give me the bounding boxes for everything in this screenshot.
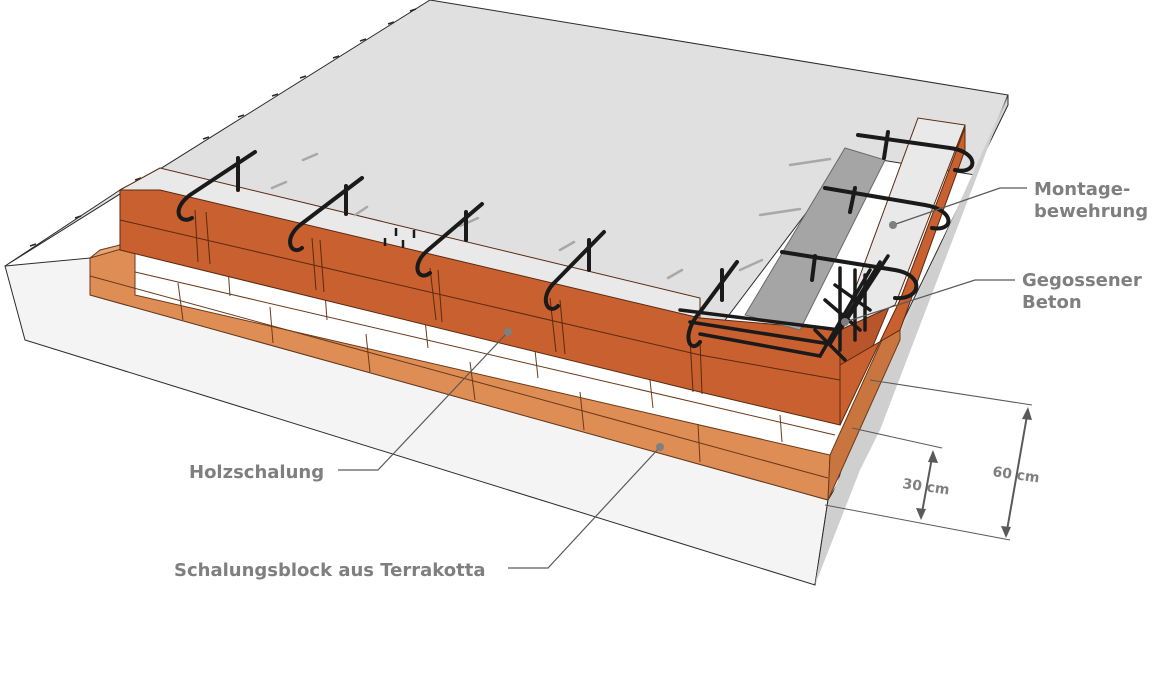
dim-arrow-60 — [1005, 409, 1029, 537]
terracotta-joints — [89, 267, 836, 479]
leader-schalungsblock — [508, 446, 661, 569]
leader-dot-montage — [889, 221, 897, 229]
rebar-hook-right-1 — [856, 133, 975, 173]
label-montage-line2: bewehrung — [1034, 201, 1148, 222]
dim-ext-top-60 — [869, 379, 1033, 406]
dim-60-arrowhead-bottom — [1001, 526, 1011, 538]
rebar-hook-right-2 — [823, 186, 951, 231]
dim-label-60: 60 cm — [991, 464, 1040, 486]
label-holzschalung: Holzschalung — [189, 462, 324, 483]
dim-60-arrowhead-top — [1022, 407, 1032, 420]
background-rebars — [270, 152, 832, 280]
rebar-hook-3 — [415, 202, 484, 278]
dim-arrow-30 — [920, 451, 934, 519]
label-beton-line2: Beton — [1022, 292, 1082, 313]
wood-right-outer — [839, 127, 966, 426]
dimension-lines — [824, 379, 1033, 541]
terracotta-block-course — [89, 237, 901, 501]
rebar-hook-2 — [288, 176, 364, 252]
leader-beton — [844, 279, 1015, 323]
leader-holzschalung — [338, 331, 509, 471]
leader-dot-schalungsblock — [656, 443, 664, 451]
label-beton-line1: Gegossener — [1022, 270, 1142, 291]
dim-30-arrowhead-top — [928, 450, 938, 463]
slab-edge-ticks — [29, 8, 417, 247]
leader-lines — [338, 187, 1027, 569]
leader-montage — [892, 187, 1027, 226]
dim-label-30: 30 cm — [901, 476, 950, 498]
dim-30-arrowhead-bottom — [916, 508, 926, 520]
label-montage-line1: Montage- — [1034, 179, 1130, 200]
right-hooked-rebars — [780, 130, 975, 301]
slab-right-face — [815, 95, 1008, 585]
rebar-hook-right-3 — [780, 250, 919, 301]
rebar-hook-4 — [543, 230, 606, 311]
leader-dot-beton — [841, 318, 849, 326]
dim-ext-bottom — [824, 504, 1011, 541]
dim-ext-mid-30 — [851, 427, 943, 449]
rebar-stubs — [383, 228, 416, 248]
rebar-hook-1 — [176, 150, 257, 222]
label-schalungsblock: Schalungsblock aus Terrakotta — [174, 560, 485, 581]
leader-dot-holzschalung — [504, 328, 512, 336]
floor-slab — [4, 0, 1009, 586]
